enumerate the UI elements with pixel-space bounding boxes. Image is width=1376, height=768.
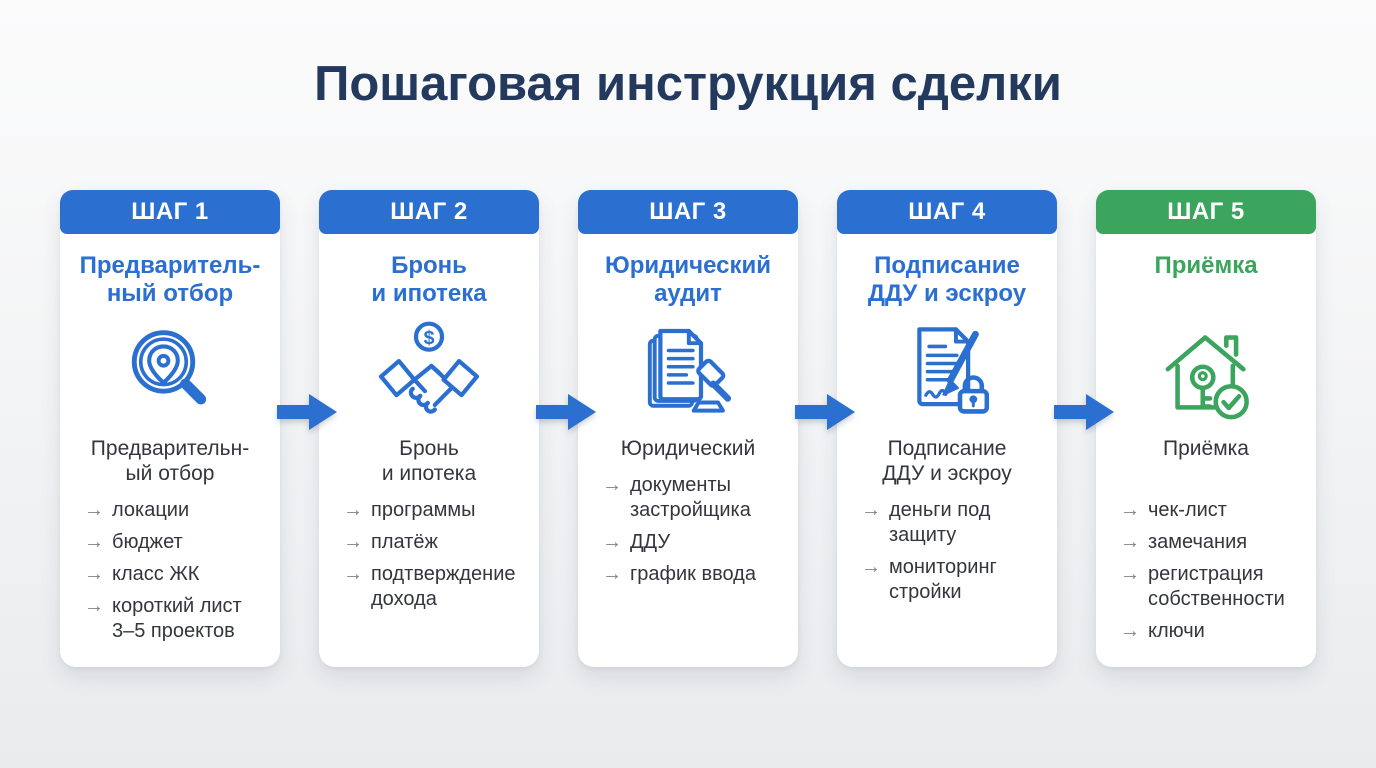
list-item: → короткий лист 3–5 проектов (84, 594, 270, 644)
step-card-5: ШАГ 5 Приёмка Приёмка → чек-лист → замечан… (1096, 190, 1316, 667)
list-item: → график ввода (602, 562, 788, 587)
list-item: → ДДУ (602, 530, 788, 555)
bullet-text: класс ЖК (112, 563, 200, 585)
list-item: → платёж (343, 530, 529, 555)
list-item: → локации (84, 498, 270, 523)
step-4-header-label: ШАГ 4 (908, 198, 986, 225)
list-item: → регистрация собственности (1120, 562, 1306, 612)
step-5-title: Приёмка (1154, 252, 1258, 279)
bullet-text: регистрация собственности (1148, 563, 1285, 610)
bullet-arrow-icon: → (84, 595, 104, 617)
flow-arrow-icon (795, 394, 855, 430)
bullet-arrow-icon: → (84, 531, 104, 553)
step-card-2: ШАГ 2 Бронь и ипотека $ Бронь и ипотека … (319, 190, 539, 667)
bullet-text: мониторинг стройки (889, 556, 997, 603)
step-3-title: Юридический аудит (605, 252, 771, 307)
list-item: → программы (343, 498, 529, 523)
flow-arrow-icon (536, 394, 596, 430)
step-2-header-label: ШАГ 2 (390, 198, 468, 225)
contract-pen-lock-icon (837, 316, 1057, 424)
bullet-arrow-icon: → (1120, 620, 1140, 642)
bullet-text: ДДУ (630, 531, 671, 553)
bullet-arrow-icon: → (602, 563, 622, 585)
bullet-arrow-icon: → (861, 499, 881, 521)
step-5-header-label: ШАГ 5 (1167, 198, 1245, 225)
bullet-text: ключи (1148, 620, 1205, 642)
bullet-text: деньги под защиту (889, 499, 991, 546)
bullet-text: короткий лист 3–5 проектов (112, 595, 242, 642)
documents-gavel-icon (578, 316, 798, 424)
bullet-text: бюджет (112, 531, 183, 553)
step-2-title: Бронь и ипотека (371, 252, 487, 307)
bullet-text: график ввода (630, 563, 756, 585)
list-item: → мониторинг стройки (861, 555, 1047, 605)
list-item: → чек-лист (1120, 498, 1306, 523)
step-card-4: ШАГ 4 Подписание ДДУ и эскроу Подписание… (837, 190, 1057, 667)
list-item: → документы застройщика (602, 473, 788, 523)
step-2-bullet-list: → программы → платёж → подтверждение дохода (319, 498, 539, 612)
bullet-text: платёж (371, 531, 438, 553)
bullet-arrow-icon: → (1120, 563, 1140, 585)
bullet-arrow-icon: → (84, 563, 104, 585)
step-4-header-badge: ШАГ 4 (837, 190, 1057, 234)
step-card-3: ШАГ 3 Юридический аудит Юридический → док… (578, 190, 798, 667)
bullet-text: программы (371, 499, 476, 521)
search-location-icon (60, 316, 280, 424)
bullet-arrow-icon: → (861, 556, 881, 578)
bullet-arrow-icon: → (343, 499, 363, 521)
page-title: Пошаговая инструкция сделки (314, 57, 1062, 111)
step-card-1: ШАГ 1 Предваритель- ный отбор Предварите… (60, 190, 280, 667)
handshake-money-icon: $ (319, 316, 539, 424)
bullet-text: локации (112, 499, 190, 521)
list-item: → деньги под защиту (861, 498, 1047, 548)
step-1-header-label: ШАГ 1 (131, 198, 209, 225)
bullet-text: подтверждение дохода (371, 563, 516, 610)
list-item: → замечания (1120, 530, 1306, 555)
bullet-arrow-icon: → (84, 499, 104, 521)
list-item: → подтверждение дохода (343, 562, 529, 612)
step-4-bullet-list: → деньги под защиту → мониторинг стройки (837, 498, 1057, 605)
step-4-title: Подписание ДДУ и эскроу (867, 252, 1027, 307)
flow-arrow-icon (1054, 394, 1114, 430)
step-5-bullet-list: → чек-лист → замечания → регистрация собств… (1096, 498, 1316, 644)
bullet-arrow-icon: → (1120, 531, 1140, 553)
bullet-arrow-icon: → (602, 474, 622, 496)
list-item: → бюджет (84, 530, 270, 555)
flow-arrow-icon (277, 394, 337, 430)
step-1-title: Предваритель- ный отбор (79, 252, 261, 307)
bullet-arrow-icon: → (602, 531, 622, 553)
step-5-subtitle: Приёмка (1163, 437, 1249, 460)
list-item: → ключи (1120, 619, 1306, 644)
bullet-text: документы застройщика (630, 474, 751, 521)
step-1-bullet-list: → локации → бюджет → класс ЖК → короткий лис… (60, 498, 280, 644)
bullet-arrow-icon: → (343, 531, 363, 553)
house-key-check-icon (1096, 316, 1316, 424)
step-3-bullet-list: → документы застройщика → ДДУ → график ввод… (578, 473, 798, 587)
bullet-arrow-icon: → (343, 563, 363, 585)
step-3-header-badge: ШАГ 3 (578, 190, 798, 234)
bullet-text: замечания (1148, 531, 1248, 553)
step-2-subtitle: Бронь и ипотека (381, 437, 477, 485)
step-5-header-badge: ШАГ 5 (1096, 190, 1316, 234)
bullet-text: чек-лист (1148, 499, 1227, 521)
step-1-header-badge: ШАГ 1 (60, 190, 280, 234)
step-4-subtitle: Подписание ДДУ и эскроу (882, 437, 1012, 485)
svg-text:$: $ (424, 327, 435, 349)
step-3-header-label: ШАГ 3 (649, 198, 727, 225)
step-1-subtitle: Предварительн- ый отбор (90, 437, 250, 485)
step-2-header-badge: ШАГ 2 (319, 190, 539, 234)
step-3-subtitle: Юридический (620, 437, 756, 460)
list-item: → класс ЖК (84, 562, 270, 587)
bullet-arrow-icon: → (1120, 499, 1140, 521)
